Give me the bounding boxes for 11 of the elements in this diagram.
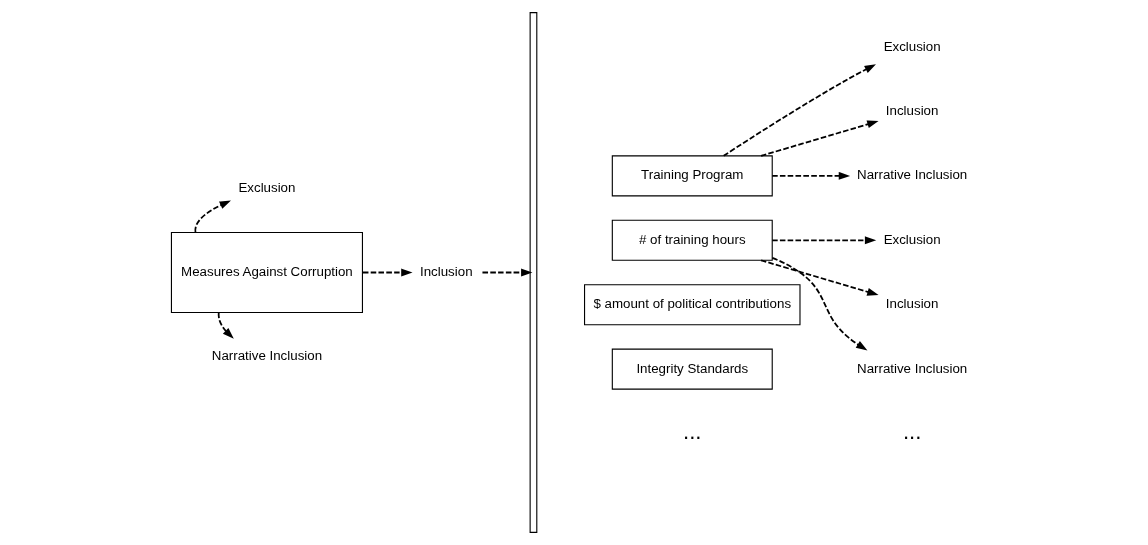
node-text: Exclusion: [883, 231, 941, 247]
label: ...: [902, 419, 922, 445]
node-text: Narrative Inclusion: [211, 348, 323, 364]
label: ...: [683, 419, 702, 445]
node-text: Narrative Inclusion: [857, 167, 968, 183]
node-text: Inclusion: [885, 102, 939, 118]
node-text: Inclusion: [420, 263, 473, 279]
node-text: Exclusion: [238, 179, 296, 195]
node-text: Narrative Inclusion: [857, 360, 968, 376]
node-text: Exclusion: [883, 38, 941, 54]
node-text: Inclusion: [885, 296, 939, 312]
